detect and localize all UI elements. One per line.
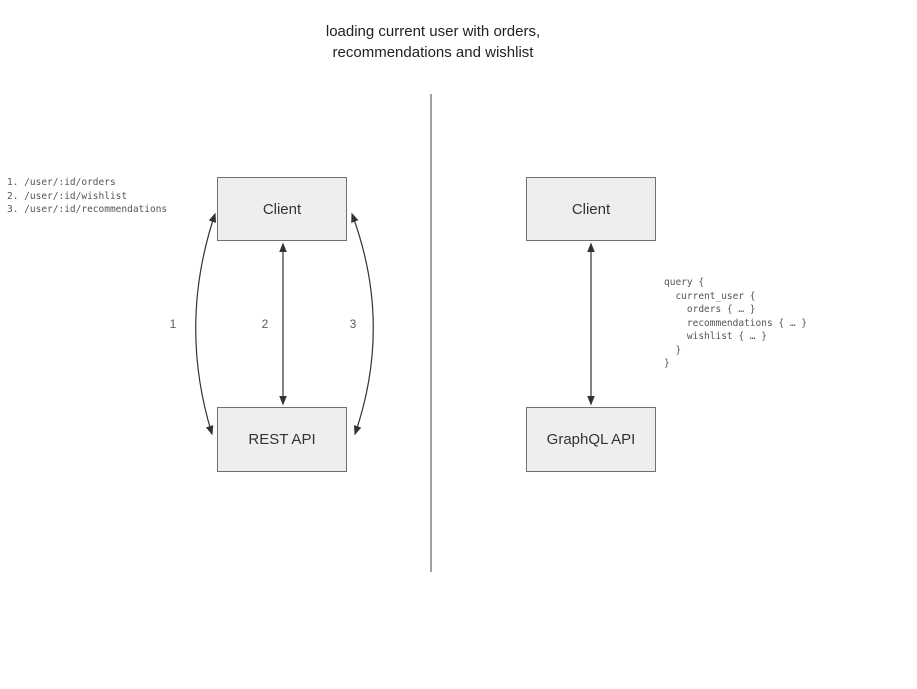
graphql-api-node: GraphQL API bbox=[526, 407, 656, 472]
rest-api-node: REST API bbox=[217, 407, 347, 472]
graphql-api-label: GraphQL API bbox=[546, 431, 636, 448]
graphql-client-label: Client bbox=[571, 200, 611, 218]
rest-arrow-3-label: 3 bbox=[349, 317, 357, 331]
diagram-title: loading current user with orders, recomm… bbox=[325, 23, 541, 61]
rest-endpoints-annotation: 1. /user/:id/orders 2. /user/:id/wishlis… bbox=[7, 177, 168, 215]
rest-arrow-2-label: 2 bbox=[261, 317, 269, 331]
rest-arrow-1-label: 1 bbox=[169, 317, 177, 331]
rest-client-node: Client bbox=[217, 177, 347, 241]
rest-api-label: REST API bbox=[248, 431, 316, 448]
graphql-client-node: Client bbox=[526, 177, 656, 241]
rest-arrow-1-curve bbox=[195, 212, 217, 436]
rest-client-label: Client bbox=[262, 200, 302, 218]
graphql-query-annotation: query { current_user { orders { … } reco… bbox=[664, 277, 807, 369]
